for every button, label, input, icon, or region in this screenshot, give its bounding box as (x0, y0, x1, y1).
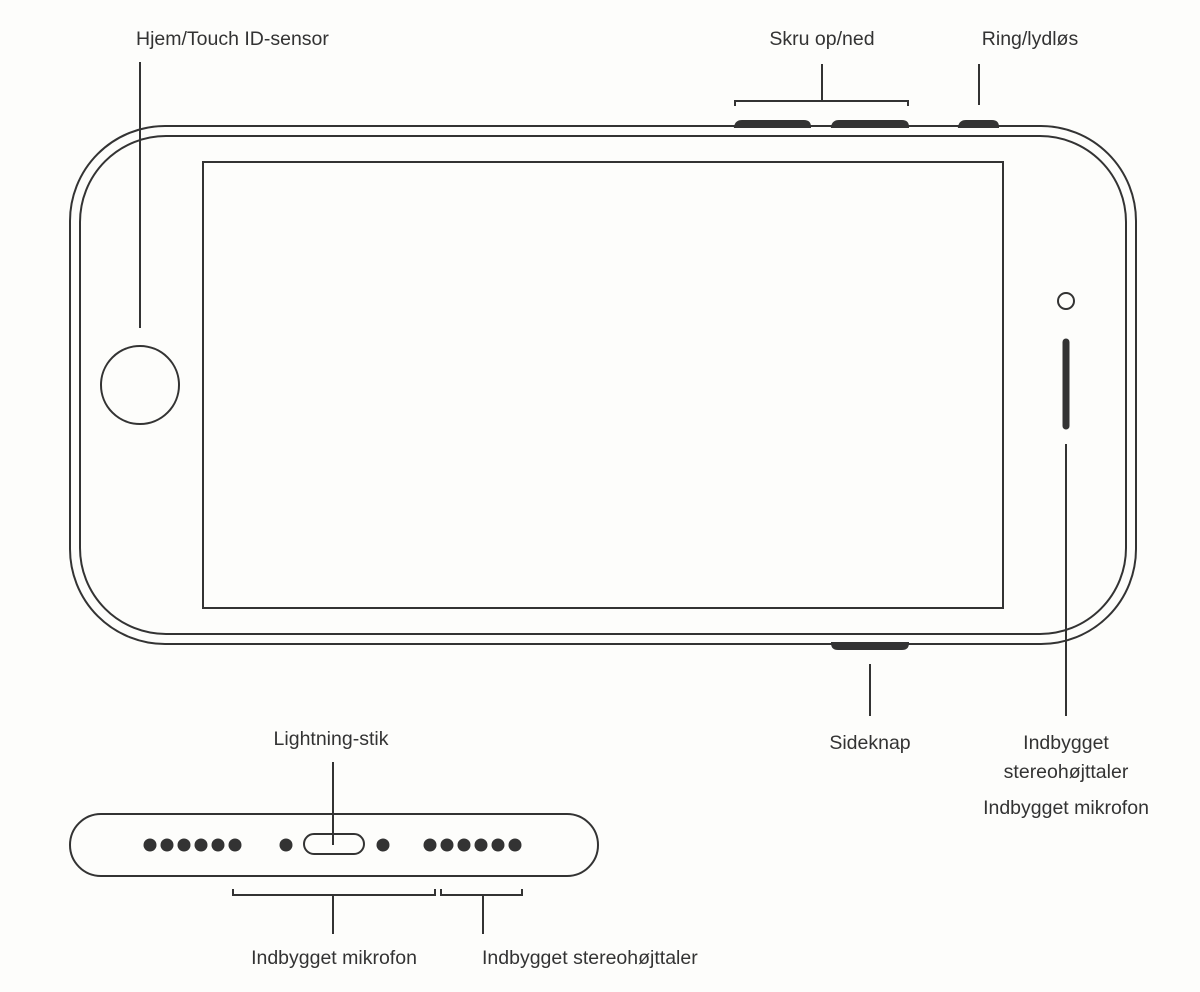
label-side-button: Sideknap (829, 732, 911, 754)
label-microphone-top: Indbygget mikrofon (983, 797, 1149, 819)
label-volume: Skru op/ned (769, 28, 875, 50)
phone-front (69, 120, 1137, 650)
side-button (830, 642, 910, 650)
lightning-port (303, 833, 365, 855)
phone-bottom (69, 813, 599, 877)
label-home-button: Hjem/Touch ID-sensor (136, 28, 329, 50)
volume-down-button (830, 120, 910, 128)
home-button (100, 345, 180, 425)
label-ring-silent: Ring/lydløs (981, 28, 1079, 50)
phone-inner-edge (79, 135, 1127, 635)
ring-silent-switch (957, 120, 1000, 128)
label-speaker-top-2: stereohøjttaler (1003, 761, 1129, 783)
leader-lines (139, 62, 1067, 934)
speaker-holes (423, 838, 522, 852)
volume-up-button (733, 120, 812, 128)
microphone-holes (143, 838, 390, 852)
front-camera-icon (1057, 292, 1075, 310)
label-lightning: Lightning-stik (273, 728, 389, 750)
label-microphone-bottom: Indbygget mikrofon (251, 947, 417, 969)
label-speaker-bottom: Indbygget stereohøjttaler (482, 947, 698, 969)
phone-outer-edge (69, 125, 1137, 645)
label-speaker-top-1: Indbygget (1023, 732, 1109, 754)
phone-bottom-edge (69, 813, 599, 877)
screen (202, 161, 1004, 609)
